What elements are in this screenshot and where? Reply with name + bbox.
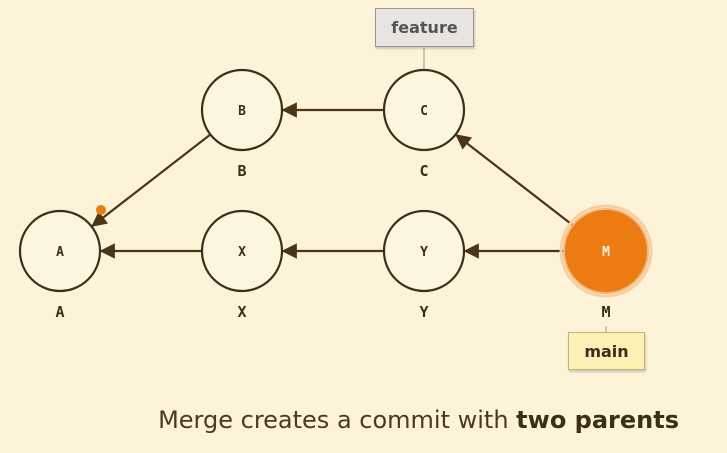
commit-under-label: B bbox=[237, 162, 246, 180]
caption: Merge creates a commit with two parents bbox=[0, 406, 727, 434]
commit-label: M bbox=[602, 245, 610, 260]
commit-label: X bbox=[238, 245, 246, 260]
commit-circle bbox=[200, 209, 284, 293]
merge-indicator-dot bbox=[96, 205, 106, 215]
commit-label: B bbox=[238, 104, 246, 119]
commit-circle bbox=[382, 209, 466, 293]
edge-m-to-c bbox=[455, 134, 574, 227]
commit-circle bbox=[18, 209, 102, 293]
commit-under-label: A bbox=[55, 303, 64, 321]
commit-under-label: M bbox=[601, 303, 610, 321]
caption-text: Merge creates a commit with bbox=[158, 406, 517, 434]
commit-node-b[interactable]: BB bbox=[200, 68, 284, 180]
edges bbox=[91, 102, 574, 259]
caption-emphasis: two parents bbox=[516, 406, 679, 434]
commit-circle bbox=[382, 68, 466, 152]
commit-circle bbox=[563, 208, 649, 294]
commit-under-label: Y bbox=[419, 303, 428, 321]
commit-node-x[interactable]: XX bbox=[200, 209, 284, 321]
feature-branch-label: feature bbox=[375, 8, 474, 47]
commit-node-m[interactable]: MM bbox=[559, 204, 653, 321]
commit-label: A bbox=[56, 245, 64, 260]
commit-label: Y bbox=[420, 245, 428, 260]
edge-b-to-a bbox=[91, 133, 212, 227]
main-branch-label: main bbox=[568, 332, 645, 370]
commit-node-c[interactable]: CC bbox=[382, 68, 466, 180]
commit-circle bbox=[200, 68, 284, 152]
commit-node-y[interactable]: YY bbox=[382, 209, 466, 321]
commit-under-label: X bbox=[237, 303, 246, 321]
head-commit-glow bbox=[559, 204, 653, 298]
commit-under-label: C bbox=[419, 162, 428, 180]
commit-node-a[interactable]: AA bbox=[18, 209, 102, 321]
commit-label: C bbox=[420, 104, 428, 119]
